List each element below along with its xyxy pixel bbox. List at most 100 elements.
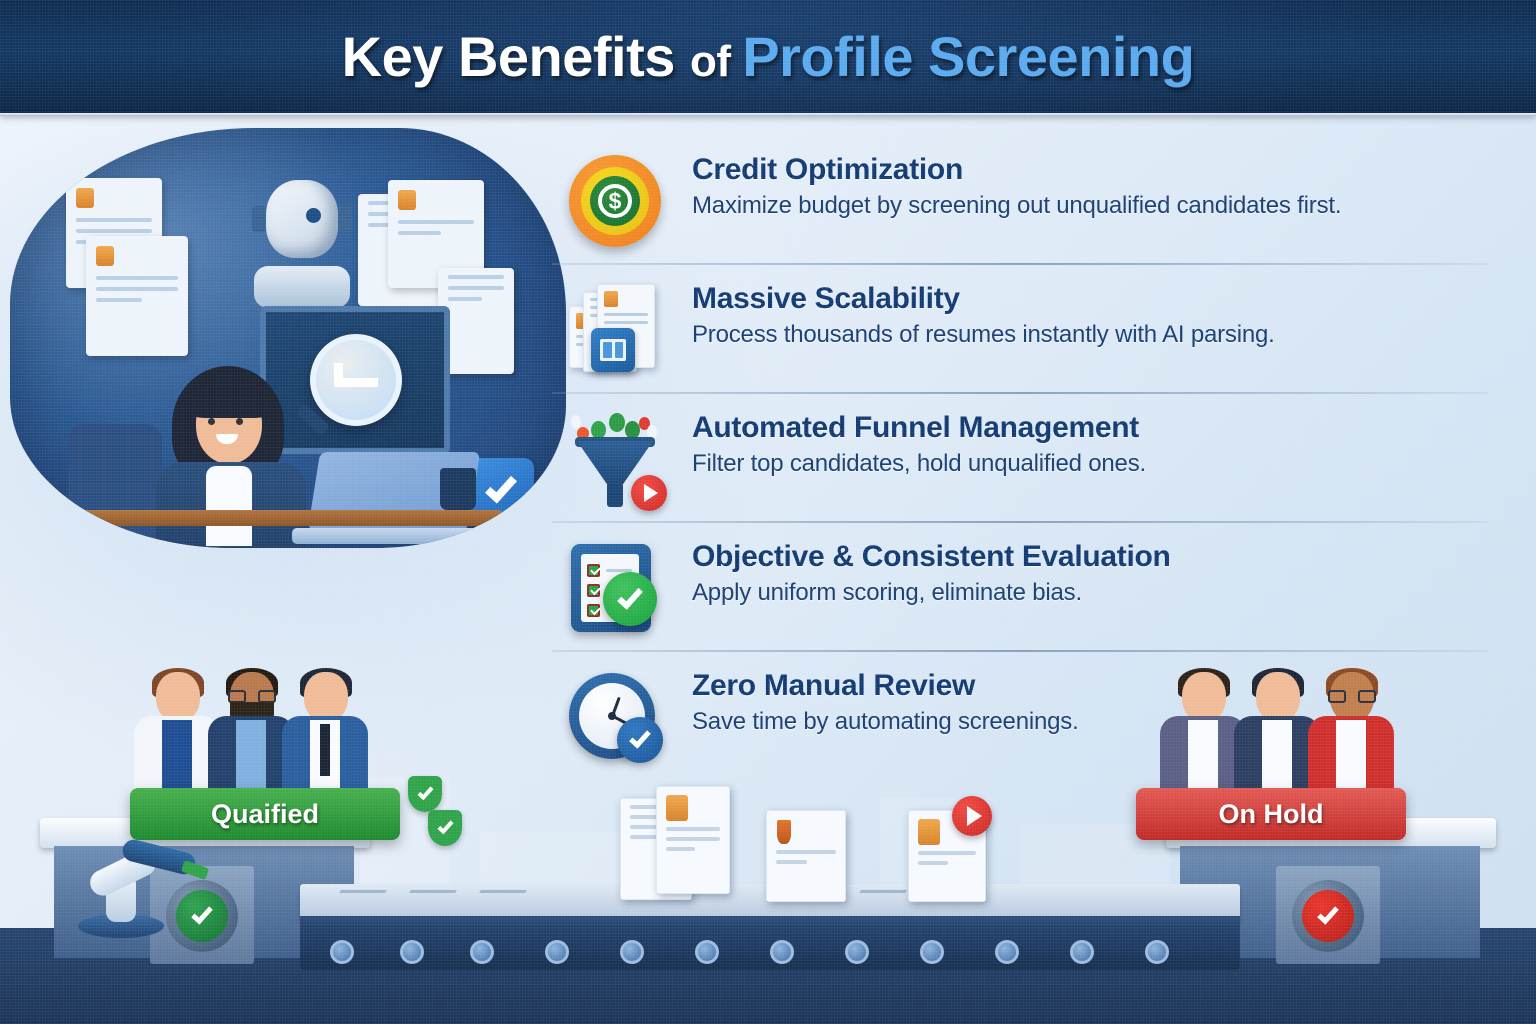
coin-tag-icon	[555, 189, 579, 211]
green-check-shield-icon	[428, 810, 462, 846]
person-avatar-icon	[666, 795, 688, 821]
belt-roller	[400, 940, 424, 964]
resume-card-icon	[438, 268, 514, 374]
green-check-shield-icon	[408, 776, 442, 812]
face-icon	[156, 672, 200, 722]
platform-indicator-housing	[166, 880, 238, 952]
checklist-row	[587, 564, 632, 577]
play-button-icon	[952, 796, 992, 836]
robot-eye-icon	[306, 208, 321, 223]
belt-roller	[1145, 940, 1169, 964]
shirt-icon	[206, 466, 252, 546]
eye-icon	[236, 418, 243, 425]
resume-on-belt	[766, 810, 846, 902]
person-avatar-icon	[96, 246, 114, 266]
benefit-text-block: Credit Optimization Maximize budget by s…	[692, 149, 1342, 220]
person-avatar-icon	[398, 190, 416, 210]
checkbox-icon	[587, 584, 600, 597]
recruiter-illustration	[10, 128, 566, 548]
benefit-description: Save time by automating screenings.	[692, 707, 1079, 735]
funnel-particle-icon	[571, 415, 581, 429]
cpu-chip-icon	[591, 328, 635, 372]
robot-face-icon	[266, 180, 338, 258]
benefit-item-credit-optimization[interactable]: $ Credit Optimization Maximize budget by…	[555, 140, 1510, 269]
page-title: Key Benefits of Profile Screening	[342, 24, 1195, 89]
benefit-icon-slot	[560, 665, 670, 769]
robot-ear-icon	[252, 206, 268, 232]
person-avatar-icon	[604, 291, 618, 307]
text-line	[630, 805, 658, 809]
text-line	[448, 286, 504, 290]
benefit-title: Massive Scalability	[692, 282, 960, 315]
text-line	[918, 851, 976, 855]
title-part-one: Key Benefits	[341, 25, 690, 88]
funnel-particle-icon	[625, 421, 640, 439]
belt-roller	[545, 940, 569, 964]
text-line	[448, 275, 504, 279]
person-avatar-icon	[76, 188, 94, 208]
coin-dollar-icon: $	[555, 155, 661, 247]
coffee-cup-icon	[440, 468, 476, 510]
text-line	[666, 837, 720, 841]
green-check-indicator-icon	[176, 890, 228, 942]
red-check-indicator-icon	[1302, 890, 1354, 942]
dollar-symbol: $	[598, 184, 632, 218]
funnel-particle-icon	[639, 417, 650, 430]
belt-roller	[845, 940, 869, 964]
benefit-icon-slot: $	[555, 149, 670, 253]
checkmark-icon	[1317, 902, 1339, 925]
conveyor-scene: Quaified On Hold	[0, 664, 1536, 1024]
benefit-item-zero-manual-review[interactable]: Zero Manual Review Save time by automati…	[552, 650, 1510, 785]
belt-slat	[339, 890, 387, 893]
robot-ear-icon	[336, 206, 352, 232]
benefit-title: Automated Funnel Management	[692, 411, 1139, 444]
text-line	[666, 847, 695, 851]
belt-roller	[470, 940, 494, 964]
belt-roller	[620, 940, 644, 964]
text-line	[398, 220, 474, 224]
conveyor-belt	[300, 860, 1240, 970]
resume-on-belt	[656, 786, 730, 894]
face-icon	[1256, 672, 1300, 722]
recruiter-person-figure	[130, 366, 340, 548]
blue-check-badge-icon	[617, 717, 663, 763]
qualified-label: Quaified	[130, 788, 400, 840]
benefit-description: Apply uniform scoring, eliminate bias.	[692, 578, 1082, 606]
benefit-icon-slot	[560, 536, 670, 640]
belt-roller	[770, 940, 794, 964]
download-arrow-icon	[777, 820, 791, 844]
text-line	[606, 569, 632, 572]
funnel-particle-icon	[647, 425, 657, 439]
benefit-item-objective-consistent-evaluation[interactable]: Objective & Consistent Evaluation Apply …	[552, 521, 1510, 656]
clipboard-check-icon	[565, 538, 665, 638]
text-line	[776, 860, 808, 864]
text-line	[918, 861, 949, 865]
benefits-list: $ Credit Optimization Maximize budget by…	[552, 140, 1510, 785]
text-line	[96, 298, 142, 302]
benefit-text-block: Automated Funnel Management Filter top c…	[692, 407, 1146, 478]
text-line	[776, 850, 836, 854]
robot-body-icon	[254, 266, 350, 308]
laptop-icon	[292, 452, 482, 544]
onhold-label: On Hold	[1136, 788, 1406, 840]
benefit-item-massive-scalability[interactable]: Massive Scalability Process thousands of…	[552, 263, 1510, 398]
face-icon	[1182, 672, 1226, 722]
smile-icon	[216, 434, 238, 444]
benefit-text-block: Massive Scalability Process thousands of…	[692, 278, 1275, 349]
text-line	[76, 218, 152, 222]
checkbox-icon	[587, 604, 600, 617]
laptop-base-icon	[292, 528, 482, 544]
belt-slat	[859, 890, 907, 893]
text-line	[448, 297, 483, 301]
belt-slat	[409, 890, 457, 893]
title-part-of: of	[689, 37, 743, 86]
header-bar: Key Benefits of Profile Screening	[0, 0, 1536, 116]
hair-front-icon	[188, 380, 272, 418]
text-line	[96, 276, 178, 280]
benefit-text-block: Objective & Consistent Evaluation Apply …	[692, 536, 1171, 607]
candidate-figure	[1230, 668, 1322, 818]
funnel-particle-icon	[609, 413, 625, 432]
coin-ring-yellow: $	[581, 167, 649, 235]
benefit-item-automated-funnel-management[interactable]: Automated Funnel Management Filter top c…	[552, 392, 1510, 527]
